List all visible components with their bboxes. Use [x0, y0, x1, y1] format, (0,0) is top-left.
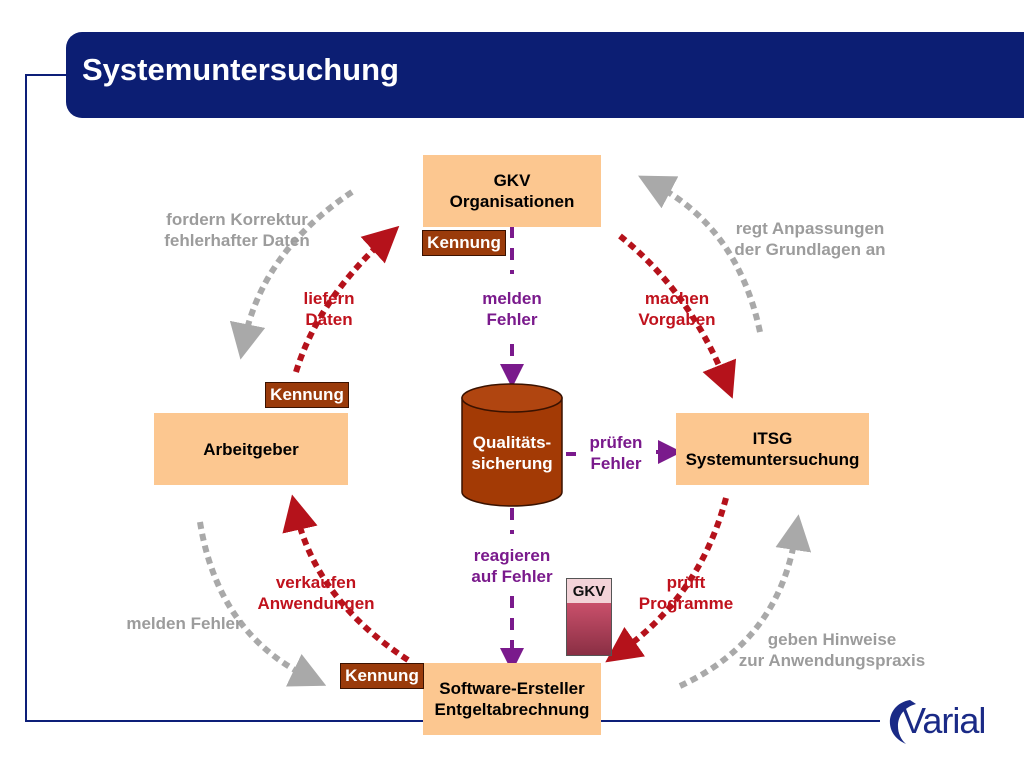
- node-gkv-label: GKV Organisationen: [449, 171, 575, 211]
- label-pruefen-fehler: prüfen Fehler: [589, 433, 643, 473]
- arrow-machen-vorgaben: [618, 233, 737, 399]
- label-fordern-korrektur: fordern Korrektur fehlerhafter Daten: [164, 210, 310, 250]
- varial-logo-text: Varial: [902, 700, 986, 741]
- node-software-ersteller: Software-Ersteller Entgeltabrechnung: [423, 663, 601, 735]
- node-itsg: ITSG Systemuntersuchung: [676, 413, 869, 485]
- label-regt-anpassungen: regt Anpassungen der Grundlagen an: [734, 219, 886, 259]
- certificate-body: [567, 603, 611, 655]
- label-melden-fehler-left: melden Fehler: [126, 614, 242, 633]
- label-verkaufen-anwendungen: verkaufen Anwendungen: [257, 573, 375, 613]
- node-qualitaetssicherung-label: Qualitäts- sicherung: [471, 433, 553, 473]
- label-liefern-daten: liefern Daten: [303, 289, 355, 329]
- arrow-regt-anpassungen: [638, 175, 763, 333]
- arrow-geben-hinweise: [678, 514, 812, 689]
- node-gkv-organisationen: GKV Organisationen: [423, 155, 601, 227]
- frame-line-top: [25, 74, 67, 76]
- node-software-label: Software-Ersteller Entgeltabrechnung: [434, 679, 590, 719]
- varial-logo-icon: [889, 700, 916, 744]
- label-reagieren-auf-fehler: reagieren auf Fehler: [471, 546, 553, 586]
- arrow-prueft-programme: [605, 497, 729, 663]
- label-melden-fehler-center: melden Fehler: [482, 289, 542, 329]
- label-machen-vorgaben: machen Vorgaben: [638, 289, 716, 329]
- label-geben-hinweise: geben Hinweise zur Anwendungspraxis: [738, 630, 926, 670]
- arrow-liefern-daten: [293, 225, 400, 373]
- arrow-fordern-korrektur: [229, 189, 354, 360]
- gkv-certificate-image: GKV: [566, 578, 612, 656]
- kennung-arbeitgeber: Kennung: [265, 382, 349, 408]
- label-prueft-programme: prüft Programme: [638, 573, 734, 613]
- kennung-gkv: Kennung: [422, 230, 506, 256]
- certificate-title: GKV: [567, 579, 611, 603]
- slide-title: Systemuntersuchung: [82, 52, 399, 87]
- kennung-software: Kennung: [340, 663, 424, 689]
- arrow-melden-fehler-left: [197, 521, 327, 687]
- node-arbeitgeber-label: Arbeitgeber: [203, 439, 299, 459]
- qualitaetssicherung-cylinder: [461, 383, 563, 507]
- node-itsg-label: ITSG Systemuntersuchung: [685, 429, 860, 469]
- frame-line-left: [25, 74, 27, 722]
- title-bar: [66, 32, 1024, 118]
- arrow-verkaufen: [282, 494, 410, 663]
- node-arbeitgeber: Arbeitgeber: [154, 413, 348, 485]
